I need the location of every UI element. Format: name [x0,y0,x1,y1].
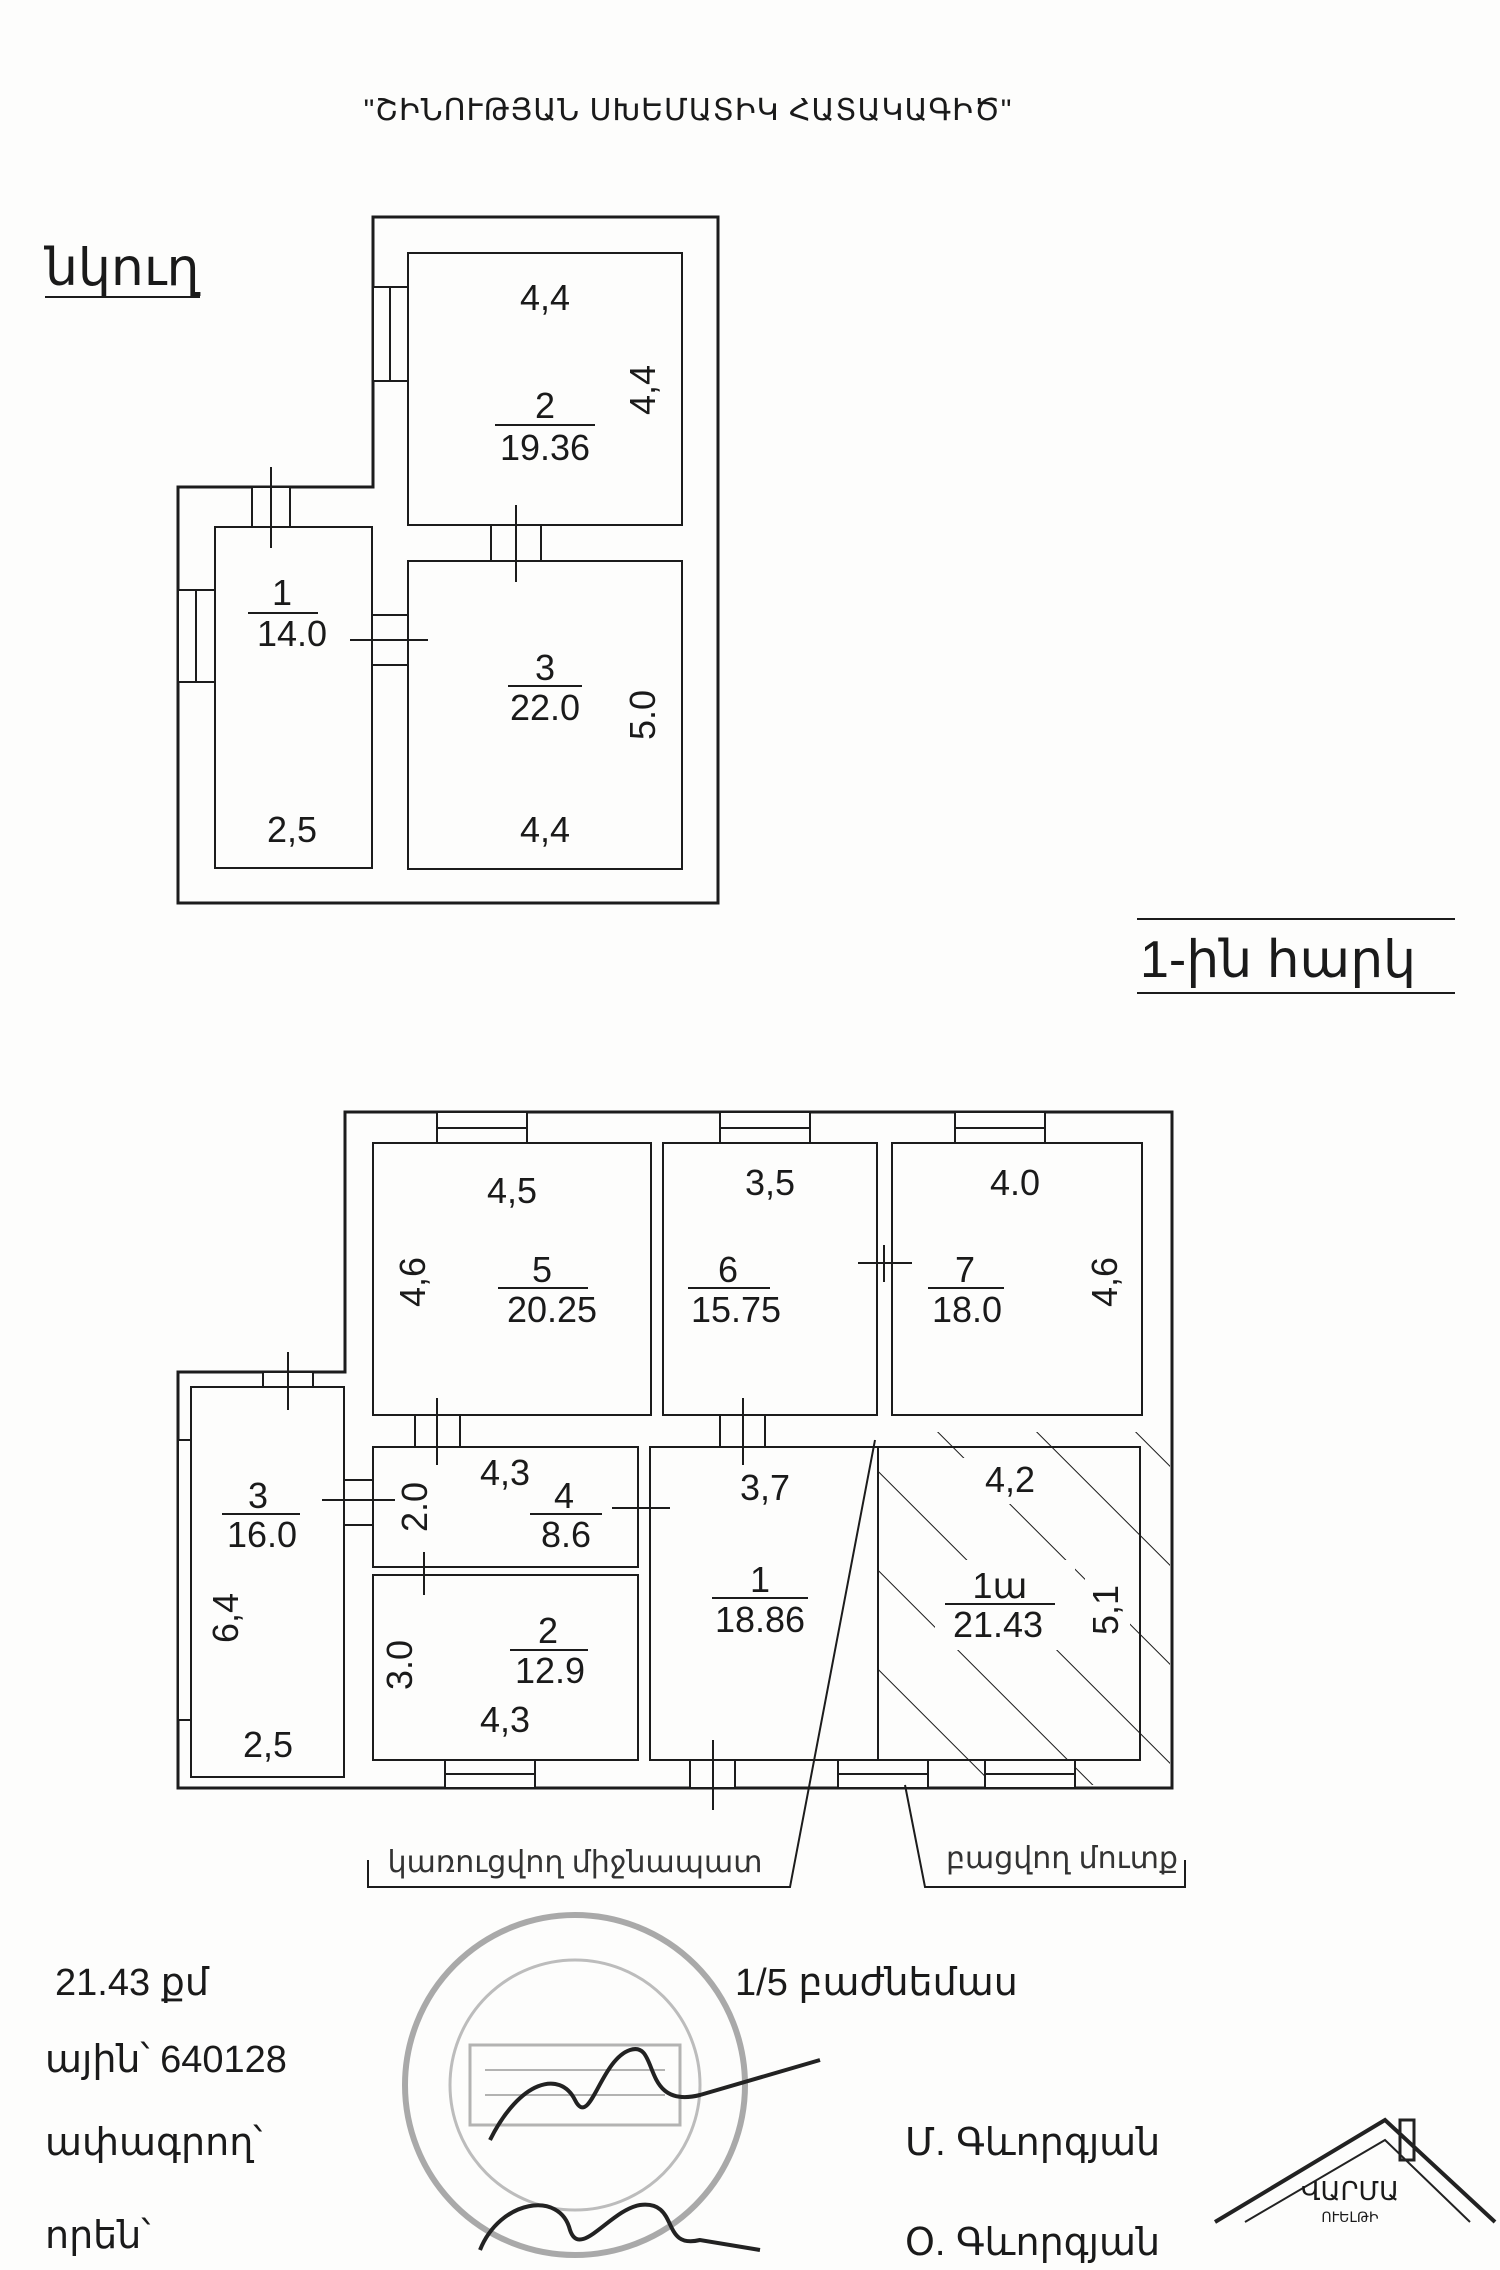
basement-dim-room2-height: 4,4 [622,365,663,415]
dim-room3-height: 6,4 [205,1593,246,1643]
note-partition: կառուցվող միջնապատ [388,1846,763,1879]
room-4-area: 8.6 [541,1514,591,1555]
note-opening: բացվող մուտք [946,1842,1178,1875]
first-floor-outer-wall [176,1110,1174,1790]
basement-dim-room1-width: 2,5 [267,809,317,850]
dim-room7-width: 4.0 [990,1162,1040,1203]
room-1a-number: 1ա [972,1565,1027,1606]
basement-room-1-outline [214,526,373,869]
logo-text: ՎԱՐՄԱ [1301,2176,1399,2206]
room-3-area: 16.0 [227,1514,297,1555]
first-floor-plan: 1-ին հարկ [176,918,1455,1888]
basement-dim-room3-width: 4,4 [520,809,570,850]
footer-share-text: 1/5 բաժնեմաս [735,1962,1018,2004]
basement-room-2-area: 19.36 [500,427,590,468]
logo-subtext: ՈՒԵԼԹԻ [1321,2209,1379,2225]
room-2-area: 12.9 [515,1650,585,1691]
room-7-area: 18.0 [932,1289,1002,1330]
dim-room1-width: 3,7 [740,1467,790,1508]
basement-room-1-area: 14.0 [257,613,327,654]
dim-room6-width: 3,5 [745,1162,795,1203]
basement-plan: նկուղ 4,4 4,4 2 19.36 3 22.0 5.0 4,4 1 [44,215,720,905]
dim-room5-width: 4,5 [487,1170,537,1211]
dim-room4-width: 4,3 [480,1452,530,1493]
basement-room-1-number: 1 [272,572,292,613]
footer-owner1-label: ափագրող՝ [45,2122,262,2164]
room-5-area: 20.25 [507,1289,597,1330]
dim-room1a-height: 5,1 [1085,1585,1126,1635]
dim-room2-width: 4,3 [480,1699,530,1740]
basement-label: նկուղ [44,239,200,297]
official-stamp [402,1912,748,2258]
room-4-number: 4 [554,1475,574,1516]
room-1-number: 1 [750,1559,770,1600]
room-3-outline [190,1386,345,1778]
document-title: "ՇԻՆՈՒԹՅԱՆ ՍԽԵՄԱՏԻԿ ՀԱՏԱԿԱԳԻԾ" [364,94,1013,127]
basement-room-2-outline [407,252,683,526]
signature-2 [478,2202,761,2252]
room-6-area: 15.75 [691,1289,781,1330]
dim-room1a-width: 4,2 [985,1459,1035,1500]
dim-room2-height: 3.0 [379,1640,420,1690]
room-1-area: 18.86 [715,1599,805,1640]
dim-room7-height: 4,6 [1084,1257,1125,1307]
basement-dim-room3-height: 5.0 [622,690,663,740]
room-3-number: 3 [248,1475,268,1516]
signature-1 [488,2047,821,2141]
window-room3-left [177,1439,192,1721]
footer-area-text: 21.43 քմ [55,1962,210,2004]
basement-room-2-number: 2 [535,385,555,426]
dim-room5-height: 4,6 [392,1257,433,1307]
room-5-number: 5 [532,1249,552,1290]
room-2-number: 2 [538,1610,558,1651]
basement-room-3-number: 3 [535,647,555,688]
footer-code-text: ային՝ 640128 [45,2039,287,2081]
room-6-number: 6 [718,1249,738,1290]
basement-room-3-area: 22.0 [510,687,580,728]
basement-dim-room2-width: 4,4 [520,277,570,318]
footer-owner2-name: Օ. Գևորգյան [905,2222,1160,2264]
door-room3-room4 [343,1479,374,1526]
footer-owner1-name: Մ. Գևորգյան [905,2122,1160,2164]
dim-room4-height: 2.0 [394,1482,435,1532]
partition-leader-line [367,1439,876,1888]
first-floor-label: 1-ին հարկ [1140,931,1416,989]
basement-room-3-outline [407,560,683,870]
opening-leader-line [904,1784,1186,1888]
dim-room3-width: 2,5 [243,1724,293,1765]
room-1a-area: 21.43 [953,1604,1043,1645]
company-logo: ՎԱՐՄԱ ՈՒԵԼԹԻ [1213,2117,1497,2225]
footer: 21.43 քմ 1/5 բաժնեմաս ային՝ 640128 ափագր… [45,1912,1497,2264]
footer-owner2-label: որեն՝ [45,2215,150,2257]
room-7-number: 7 [955,1249,975,1290]
basement-outer-wall [176,215,720,905]
